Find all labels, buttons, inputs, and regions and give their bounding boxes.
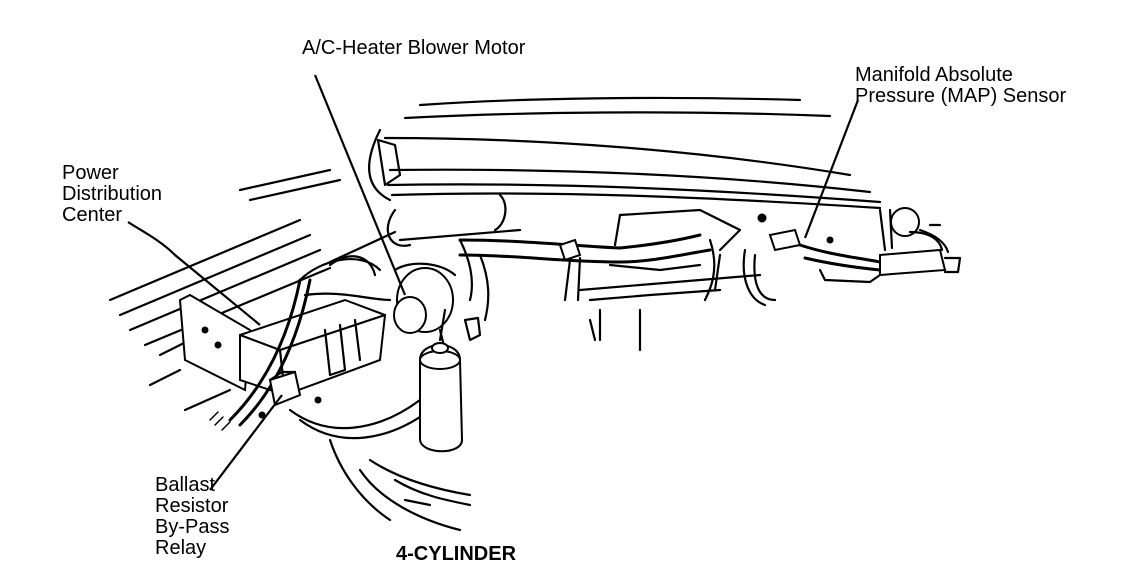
cowl-panel-lines: [368, 96, 882, 247]
ballast-relay-label-line-3: By-Pass: [155, 516, 230, 538]
power-distribution-leader: [127, 221, 261, 326]
ballast-relay-label-line-2: Resistor: [155, 495, 229, 517]
map-sensor-label: Manifold Absolute Pressure (MAP) Sensor: [855, 65, 1066, 107]
blower-motor-component: [393, 262, 457, 352]
right-engine-components: [703, 207, 962, 307]
map-sensor-leader: [803, 99, 860, 239]
map-sensor-label-line-1: Manifold Absolute: [855, 64, 1013, 86]
blower-motor-leader: [313, 74, 407, 296]
ballast-relay-leader: [209, 394, 283, 491]
wiring-harness: [209, 255, 432, 440]
diagram-caption: 4-CYLINDER: [396, 543, 517, 565]
heater-hoses: [458, 233, 712, 342]
power-distribution-center: [178, 293, 387, 397]
intake-plenum: [578, 208, 762, 352]
blower-motor-label: A/C-Heater Blower Motor: [302, 37, 526, 59]
receiver-drier: [419, 308, 464, 453]
ballast-relay-component: [258, 370, 322, 419]
ballast-relay-label-line-4: Relay: [155, 537, 207, 559]
power-distribution-label-line-2: Distribution: [62, 183, 163, 205]
power-distribution-label-line-3: Center: [62, 204, 123, 226]
ballast-relay-label-line-1: Ballast: [155, 474, 216, 496]
lower-body-lines: [328, 438, 472, 532]
map-sensor-label-line-2: Pressure (MAP) Sensor: [855, 85, 1067, 107]
power-distribution-label-line-1: Power: [62, 162, 119, 184]
power-distribution-label: Power Distribution Center: [62, 163, 162, 226]
ballast-relay-label: Ballast Resistor By-Pass Relay: [155, 475, 229, 559]
